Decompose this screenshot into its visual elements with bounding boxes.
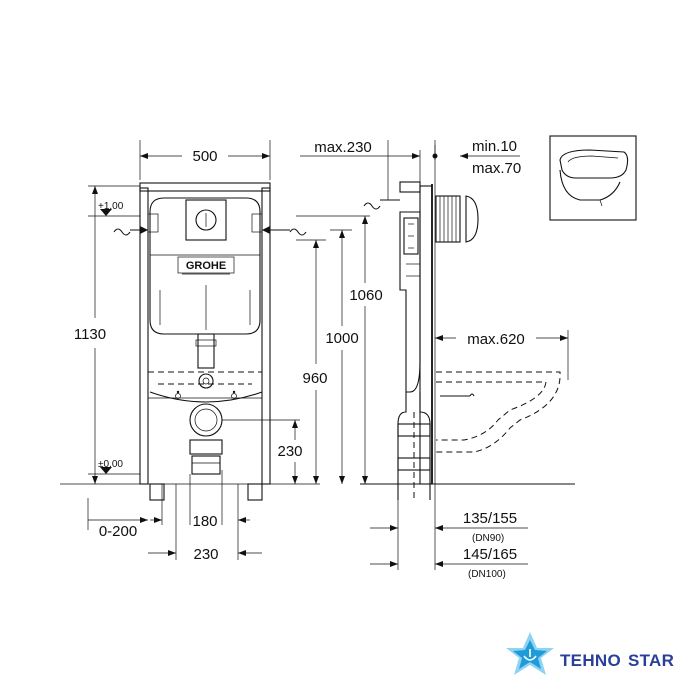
grohe-logo-box bbox=[177, 256, 235, 274]
tehnostar-logo: TEHNO STAR bbox=[506, 632, 674, 675]
side-frame bbox=[360, 145, 575, 500]
dim-dn100-label: (DN100) bbox=[468, 569, 506, 580]
right-foot bbox=[247, 483, 263, 501]
dim-230-width: 230 bbox=[193, 546, 218, 563]
dim-1060: 1060 bbox=[349, 287, 382, 304]
water-supply-left bbox=[113, 226, 148, 236]
cistern bbox=[149, 197, 261, 335]
toilet-thumbnail bbox=[549, 135, 637, 221]
dim-dn90-value: 135/155 bbox=[463, 510, 517, 527]
dim-180: 180 bbox=[192, 513, 217, 530]
dim-1000: 1000 bbox=[325, 330, 358, 347]
dim-total-height: 1130 bbox=[74, 326, 106, 343]
toilet-bowl-dashed bbox=[436, 371, 561, 453]
level-zero: ±0,00 bbox=[98, 459, 123, 470]
top-beam bbox=[139, 182, 271, 192]
dim-960: 960 bbox=[302, 370, 327, 387]
dim-frame-width: 500 bbox=[192, 148, 217, 165]
dim-max-depth: max.230 bbox=[314, 139, 372, 156]
flush-pipe bbox=[197, 333, 215, 369]
dim-dn90-label: (DN90) bbox=[472, 533, 504, 544]
grohe-logo: GROHE bbox=[186, 260, 226, 272]
dim-wall-min: min.10 bbox=[472, 138, 517, 155]
dim-230-height: 230 bbox=[277, 443, 302, 460]
dim-bowl-max: max.620 bbox=[467, 331, 525, 348]
flush-plate bbox=[185, 199, 227, 241]
level-plus: +1,00 bbox=[98, 201, 124, 212]
drain-stub bbox=[191, 455, 221, 475]
dim-wall-max: max.70 bbox=[472, 160, 521, 177]
dim-dn100-value: 145/165 bbox=[463, 546, 517, 563]
front-frame: GROHE bbox=[139, 182, 271, 501]
watermark-text-b: STAR bbox=[628, 651, 674, 670]
water-supply-right bbox=[262, 226, 307, 236]
watermark-text-a: TEHNO bbox=[560, 651, 621, 670]
dim-offset: 0-200 bbox=[99, 523, 137, 540]
flush-button bbox=[195, 209, 217, 231]
